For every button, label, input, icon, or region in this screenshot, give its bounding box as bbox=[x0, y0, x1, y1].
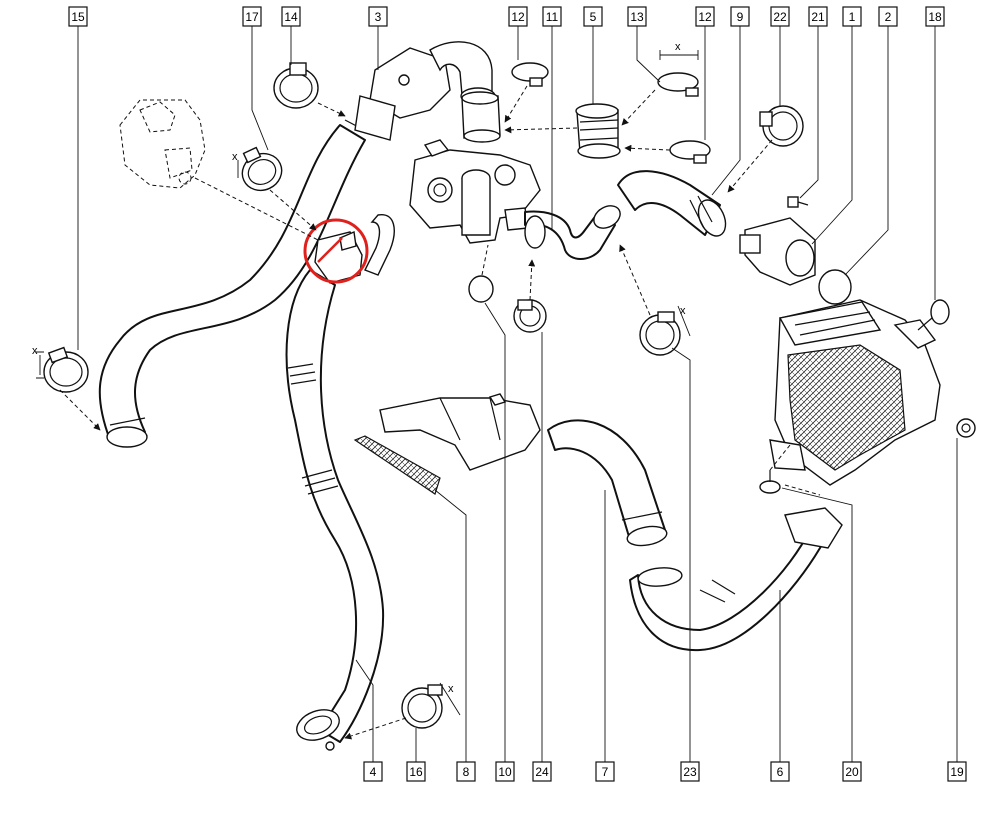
svg-text:18: 18 bbox=[928, 10, 942, 24]
dimension-x-15: x bbox=[32, 345, 38, 357]
svg-text:5: 5 bbox=[590, 10, 597, 24]
svg-text:17: 17 bbox=[245, 10, 259, 24]
dimension-x-13: x bbox=[675, 41, 681, 53]
hose-clamp-17 bbox=[241, 146, 283, 192]
svg-text:19: 19 bbox=[950, 765, 964, 779]
dimension-x-17: x bbox=[232, 151, 238, 163]
callout-24: 24 bbox=[532, 761, 552, 782]
hose-clamp-12-top bbox=[511, 62, 549, 87]
callout-19: 19 bbox=[947, 761, 967, 782]
callout-14: 14 bbox=[281, 6, 301, 27]
highlighted-connector bbox=[303, 214, 395, 284]
callout-4: 4 bbox=[363, 761, 383, 782]
highlight-circle bbox=[303, 218, 369, 284]
connector-sleeve bbox=[461, 91, 501, 143]
svg-text:3: 3 bbox=[375, 10, 382, 24]
callout-23: 23 bbox=[680, 761, 700, 782]
callout-6: 6 bbox=[770, 761, 790, 782]
air-guide-grille bbox=[353, 435, 441, 495]
svg-text:15: 15 bbox=[71, 10, 85, 24]
hose-clamp-13 bbox=[657, 72, 699, 97]
svg-text:10: 10 bbox=[498, 765, 512, 779]
callout-8: 8 bbox=[456, 761, 476, 782]
seal-ring-10 bbox=[468, 275, 494, 303]
dimension-markers: x x x x x bbox=[32, 41, 699, 716]
o-ring-2 bbox=[818, 269, 852, 305]
dimension-x-23: x bbox=[680, 305, 686, 317]
callout-3: 3 bbox=[368, 6, 388, 27]
svg-text:11: 11 bbox=[546, 10, 559, 24]
intercooler-inlet-hose bbox=[617, 170, 727, 237]
svg-text:20: 20 bbox=[845, 765, 859, 779]
callout-7: 7 bbox=[595, 761, 615, 782]
callout-13: 13 bbox=[627, 6, 647, 27]
svg-text:12: 12 bbox=[511, 10, 525, 24]
svg-text:14: 14 bbox=[284, 10, 298, 24]
hose-clamp-14 bbox=[273, 62, 319, 109]
svg-text:1: 1 bbox=[849, 10, 856, 24]
callout-17: 17 bbox=[242, 6, 262, 27]
callout-10: 10 bbox=[495, 761, 515, 782]
callout-5: 5 bbox=[583, 6, 603, 27]
turbo-outlet-pipe bbox=[524, 205, 621, 260]
intercooler-outlet-hose bbox=[285, 269, 385, 751]
callout-9: 9 bbox=[730, 6, 750, 27]
intake-hose-left bbox=[98, 119, 369, 448]
svg-text:24: 24 bbox=[535, 765, 549, 779]
lower-intercooler-hose bbox=[547, 419, 668, 547]
leader-lines bbox=[77, 26, 958, 762]
callout-20: 20 bbox=[842, 761, 862, 782]
svg-text:7: 7 bbox=[602, 765, 609, 779]
callout-22: 22 bbox=[770, 6, 790, 27]
svg-text:9: 9 bbox=[737, 10, 744, 24]
callout-15: 15 bbox=[68, 6, 88, 27]
hose-clamp-16 bbox=[401, 684, 443, 729]
callout-21: 21 bbox=[808, 6, 828, 27]
svg-text:16: 16 bbox=[409, 765, 423, 779]
dimension-x-16: x bbox=[448, 683, 454, 695]
svg-text:12: 12 bbox=[698, 10, 712, 24]
svg-text:4: 4 bbox=[370, 765, 377, 779]
svg-text:21: 21 bbox=[811, 10, 825, 24]
callout-12-top: 12 bbox=[508, 6, 528, 27]
boost-pressure-valve bbox=[739, 217, 816, 286]
callout-16: 16 bbox=[406, 761, 426, 782]
svg-text:23: 23 bbox=[683, 765, 697, 779]
callout-2: 2 bbox=[878, 6, 898, 27]
callout-18: 18 bbox=[925, 6, 945, 27]
hose-clamp-15 bbox=[43, 346, 89, 393]
engine-block-outline bbox=[119, 99, 206, 189]
svg-text:22: 22 bbox=[773, 10, 787, 24]
intercooler bbox=[769, 299, 941, 486]
hose-clamp-12-right bbox=[669, 140, 711, 164]
svg-text:6: 6 bbox=[777, 765, 784, 779]
assembly-lines bbox=[59, 85, 821, 740]
intercooler-air-duct bbox=[629, 507, 843, 652]
turbocharger-assembly bbox=[409, 139, 541, 244]
callout-1: 1 bbox=[842, 6, 862, 27]
svg-text:8: 8 bbox=[463, 765, 470, 779]
svg-text:2: 2 bbox=[885, 10, 892, 24]
bolt-21 bbox=[787, 196, 809, 208]
coupling-sleeve-5 bbox=[575, 103, 621, 159]
heat-shield bbox=[379, 393, 541, 471]
hose-clamp-24 bbox=[513, 299, 547, 333]
svg-text:13: 13 bbox=[630, 10, 644, 24]
grommet-19 bbox=[956, 418, 976, 438]
callout-12-right: 12 bbox=[695, 6, 715, 27]
hose-clamp-23 bbox=[639, 311, 681, 356]
callout-11: 11 bbox=[542, 6, 562, 27]
bolt-18 bbox=[917, 299, 950, 331]
grommet-20 bbox=[759, 470, 781, 494]
hose-clamp-22 bbox=[759, 105, 804, 147]
